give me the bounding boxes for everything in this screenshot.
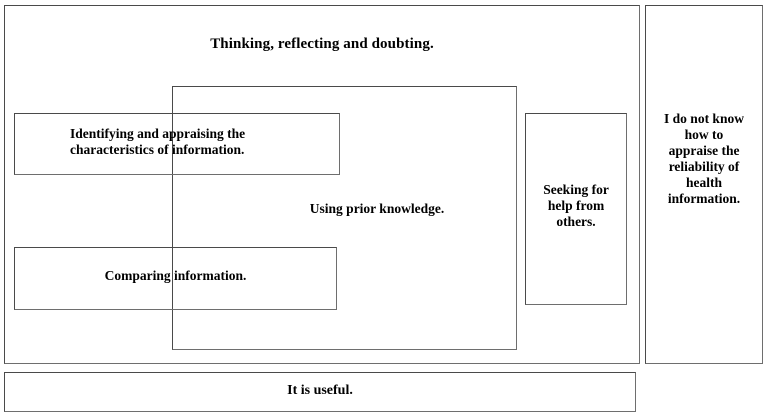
bottom-box (4, 372, 636, 412)
seeking-help-box-label: Seeking for help from others. (543, 182, 609, 229)
identifying-box (14, 113, 340, 175)
right-column-box (645, 5, 763, 364)
diagram-title: Thinking, reflecting and doubting. (210, 36, 434, 52)
outer-group-frame (4, 5, 640, 364)
seeking-help-box (525, 113, 627, 305)
bottom-box-label: It is useful. (287, 383, 353, 398)
comparing-box-label: Comparing information. (104, 268, 247, 283)
middle-group-frame (172, 86, 517, 350)
right-column-box-label: I do not know how to appraise the reliab… (664, 111, 744, 206)
prior-knowledge-label: Using prior knowledge. (309, 201, 445, 216)
identifying-box-label: Identifying and appraising the character… (70, 126, 246, 157)
comparing-box (14, 247, 337, 310)
